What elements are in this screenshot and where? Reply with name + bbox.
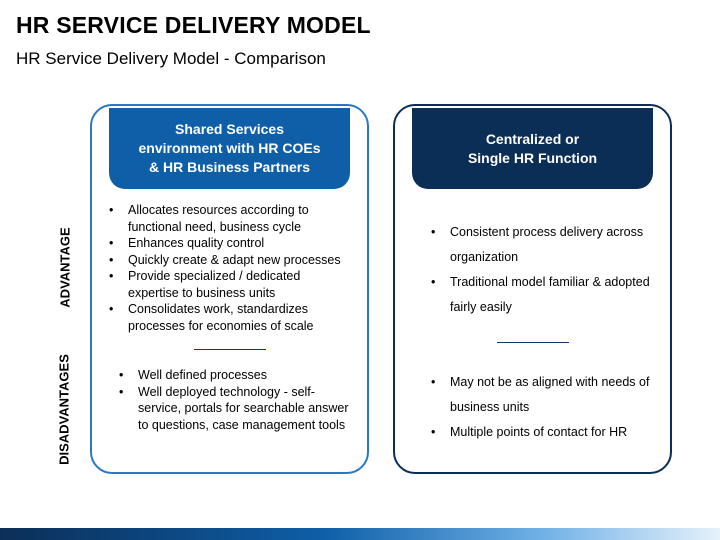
disadvantages-label: DISADVANTAGES xyxy=(56,354,72,465)
list-item: Quickly create & adapt new processes xyxy=(104,252,354,269)
bottom-gradient-bar xyxy=(0,528,720,540)
list-item: Well deployed technology - self-service,… xyxy=(114,384,354,434)
list-item: Enhances quality control xyxy=(104,235,354,252)
shared-services-advantages-list: Allocates resources according to functio… xyxy=(104,202,354,334)
centralized-header-line: Single HR Function xyxy=(467,149,598,166)
centralized-advantages-list: Consistent process delivery across organ… xyxy=(426,220,656,320)
centralized-disadvantages-list: May not be as aligned with needs of busi… xyxy=(426,370,656,445)
list-item: Provide specialized / dedicated expertis… xyxy=(104,268,354,301)
shared-services-header-line: Shared Services xyxy=(175,121,284,137)
right-divider xyxy=(497,342,569,343)
advantage-label: ADVANTAGE xyxy=(57,227,73,308)
page-title: HR SERVICE DELIVERY MODEL xyxy=(16,12,371,38)
list-item: May not be as aligned with needs of busi… xyxy=(426,370,656,420)
shared-services-disadvantages-list: Well defined processes Well deployed tec… xyxy=(114,367,354,433)
centralized-header-line: Centralized or xyxy=(485,130,580,147)
centralized-header: Centralized or Single HR Function xyxy=(412,108,653,189)
list-item: Consistent process delivery across organ… xyxy=(426,220,656,270)
shared-services-header: Shared Services environment with HR COEs… xyxy=(109,108,350,189)
shared-services-panel xyxy=(90,104,369,474)
page-subtitle: HR Service Delivery Model - Comparison xyxy=(16,49,326,68)
list-item: Traditional model familiar & adopted fai… xyxy=(426,270,656,320)
shared-services-header-line: & HR Business Partners xyxy=(148,159,311,175)
list-item: Well defined processes xyxy=(114,367,354,384)
centralized-panel xyxy=(393,104,672,474)
left-divider xyxy=(194,349,266,350)
shared-services-header-line: environment with HR COEs xyxy=(138,140,321,156)
list-item: Consolidates work, standardizes processe… xyxy=(104,301,354,334)
list-item: Multiple points of contact for HR xyxy=(426,420,656,445)
list-item: Allocates resources according to functio… xyxy=(104,202,354,235)
